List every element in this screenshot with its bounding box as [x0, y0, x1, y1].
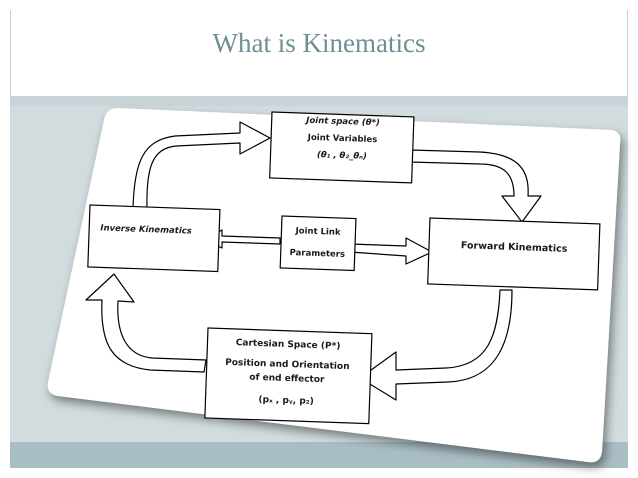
- joint-variables-range: (θ₁ , θ₂_θₙ): [317, 150, 367, 162]
- inverse-kinematics-label: Inverse Kinematics: [100, 223, 192, 236]
- forward-kinematics-label: Forward Kinematics: [461, 240, 568, 255]
- parameters-label: Parameters: [289, 248, 345, 260]
- slide-title: What is Kinematics: [212, 28, 426, 58]
- forward-kinematics-box: [427, 217, 601, 291]
- joint-space-box: [269, 111, 415, 184]
- position-components: (pₓ , pᵧ, p₂): [258, 395, 314, 407]
- inverse-kinematics-box: [87, 204, 221, 273]
- joint-link-label: Joint Link: [294, 226, 341, 238]
- arrow-forward-to-cartesian: [359, 289, 513, 401]
- arrow-joint-link-to-forward: [349, 237, 433, 265]
- arrow-inverse-to-joint-space: [116, 121, 271, 211]
- cartesian-space-title: Cartesian Space (P*): [236, 338, 341, 352]
- position-orientation-label: Position and Orientation: [225, 358, 350, 372]
- joint-space-title: Joint space (θ*): [304, 116, 380, 129]
- arrow-joint-link-to-inverse: [203, 229, 281, 249]
- header-band: [10, 96, 628, 106]
- joint-link-box: [279, 215, 357, 272]
- end-effector-label: of end effector: [249, 373, 325, 386]
- cartesian-space-box: [204, 327, 373, 425]
- joint-variables-label: Joint Variables: [307, 133, 378, 145]
- arrow-joint-space-to-forward: [409, 149, 542, 223]
- arrow-cartesian-to-inverse: [85, 273, 207, 373]
